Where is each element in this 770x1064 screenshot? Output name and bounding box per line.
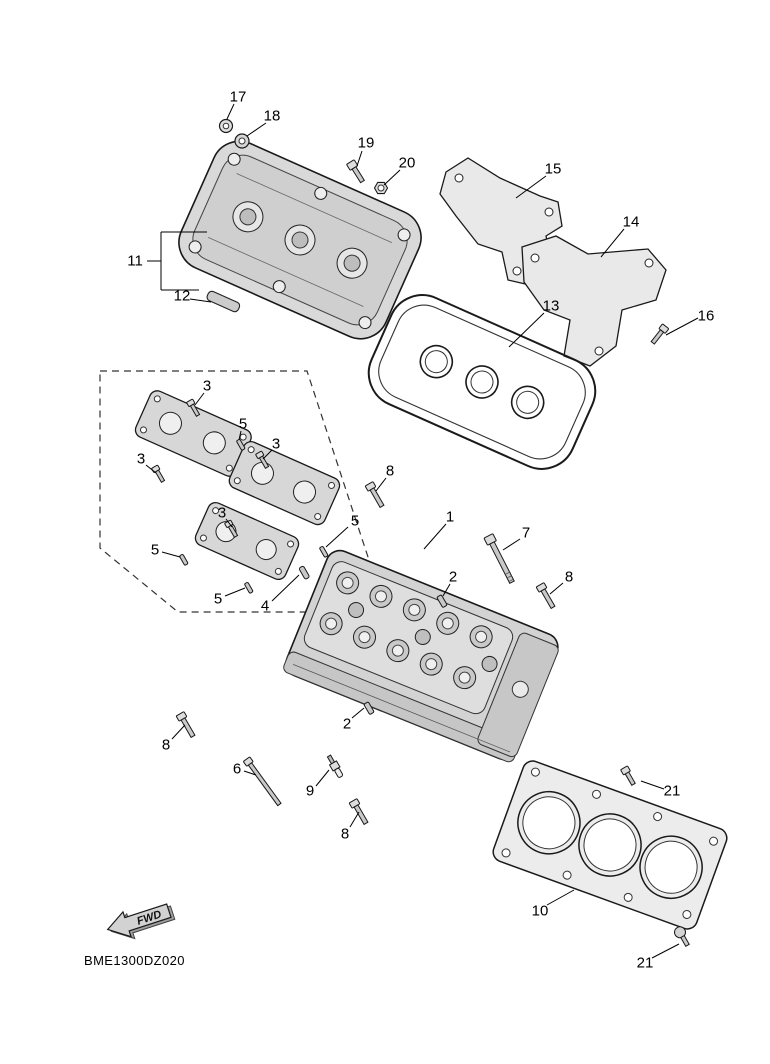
washer-17 — [218, 118, 234, 134]
callout-3-1: 3 — [202, 377, 212, 395]
bolt-8-2 — [535, 582, 556, 610]
stud-5-2 — [319, 546, 329, 558]
dowel-pin-2-1 — [436, 594, 448, 608]
stud-5-1 — [236, 439, 246, 451]
screw-16 — [650, 323, 669, 345]
callout-1: 1 — [445, 508, 455, 526]
callout-7: 7 — [521, 524, 531, 542]
callout-5-2: 5 — [350, 512, 360, 530]
cap-bolt-3-2 — [151, 464, 166, 483]
dowel-pin-2-2 — [363, 701, 375, 715]
bolt-8-1 — [364, 481, 385, 509]
head-gasket — [492, 760, 728, 930]
cover-damper-strip — [206, 290, 241, 313]
bolt-21-1 — [620, 765, 636, 786]
callout-19: 19 — [357, 134, 375, 152]
callout-20: 20 — [398, 154, 416, 172]
callout-5-3: 5 — [150, 541, 160, 559]
callout-2-2: 2 — [342, 715, 352, 733]
cover-gasket — [367, 294, 597, 470]
callout-13: 13 — [542, 297, 560, 315]
callout-8-3: 8 — [161, 736, 171, 754]
cap-bolt-3-3 — [255, 450, 270, 469]
bolt-8-4 — [348, 798, 369, 826]
callout-3-4: 3 — [217, 504, 227, 522]
callout-6: 6 — [232, 760, 242, 778]
callout-16: 16 — [697, 307, 715, 325]
stud-5-3 — [179, 554, 189, 566]
callout-14: 14 — [622, 213, 640, 231]
callout-3-2: 3 — [271, 435, 281, 453]
callout-4: 4 — [260, 597, 270, 615]
breather-cover — [521, 235, 667, 367]
callout-3-3: 3 — [136, 450, 146, 468]
callout-17: 17 — [229, 88, 247, 106]
callout-5-1: 5 — [238, 415, 248, 433]
callout-2-1: 2 — [448, 568, 458, 586]
callout-9: 9 — [305, 782, 315, 800]
bolt-7 — [483, 533, 515, 585]
pin-4 — [298, 565, 310, 580]
callout-11: 11 — [127, 252, 143, 270]
cylinder-head — [283, 549, 559, 763]
camshaft-cap-2 — [228, 441, 341, 526]
callout-15: 15 — [544, 160, 562, 178]
bolt-19 — [346, 159, 366, 184]
bolt-8-3 — [175, 711, 196, 739]
callout-10: 10 — [531, 902, 549, 920]
callout-12: 12 — [173, 287, 191, 305]
bolt-21-2 — [674, 926, 690, 947]
callout-8-1: 8 — [385, 462, 395, 480]
cap-bolt-3-4 — [224, 519, 239, 538]
callout-5-4: 5 — [213, 590, 223, 608]
callout-21-2: 21 — [636, 954, 654, 972]
callout-21-1: 21 — [663, 782, 681, 800]
camshaft-cap-3 — [194, 501, 300, 581]
grommet-18 — [234, 133, 250, 149]
stud-5-4 — [244, 582, 254, 594]
cap-bolt-3-1 — [186, 398, 201, 417]
callout-8-2: 8 — [564, 568, 574, 586]
valve-cover — [178, 140, 422, 340]
drawing-part-code: BME1300DZ020 — [84, 953, 185, 968]
spark-plug-9 — [326, 754, 344, 778]
camshaft-cap-1 — [134, 390, 252, 477]
callout-18: 18 — [263, 107, 281, 125]
leader-lines — [145, 103, 699, 959]
dashed-selection-box — [99, 370, 387, 613]
fwd-arrow: FWD — [106, 903, 176, 940]
callout-8-4: 8 — [340, 825, 350, 843]
stud-bolt-6 — [243, 756, 282, 807]
